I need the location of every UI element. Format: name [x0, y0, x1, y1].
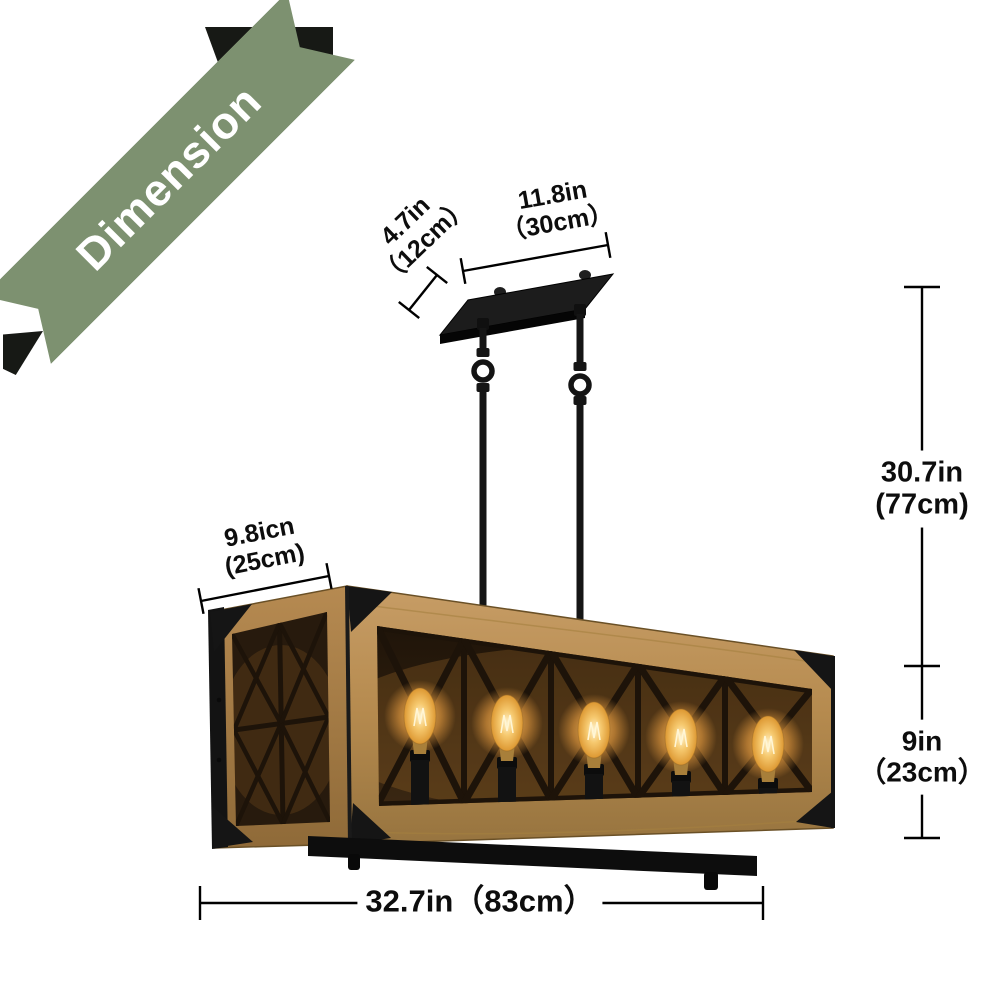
hanging-rod-left: [471, 328, 495, 614]
edison-bulb-2: [461, 677, 553, 806]
drop-height-metric: (77cm): [875, 489, 969, 521]
edison-bulb-1: [377, 670, 466, 806]
dim-label-drop-height: 30.7in (77cm): [867, 450, 977, 528]
edison-bulb-3: [548, 684, 640, 806]
box-front-face: [345, 585, 835, 845]
body-height-metric: （23cm）: [858, 757, 986, 788]
box-left-face: [208, 585, 351, 849]
ceiling-plate: [438, 270, 615, 344]
drop-height-value: 30.7in: [880, 456, 964, 489]
hanging-rod-right: [568, 314, 592, 628]
bottom-mount-bar: [308, 836, 757, 890]
dim-label-body-width: 32.7in（83cm）: [357, 878, 603, 926]
body-height-value: 9in: [901, 725, 943, 757]
body-width-value: 32.7in（83cm）: [365, 883, 595, 919]
dim-label-body-height: 9in （23cm）: [850, 719, 994, 795]
edison-bulb-4: [635, 691, 727, 806]
dimension-lines: [197, 231, 940, 920]
